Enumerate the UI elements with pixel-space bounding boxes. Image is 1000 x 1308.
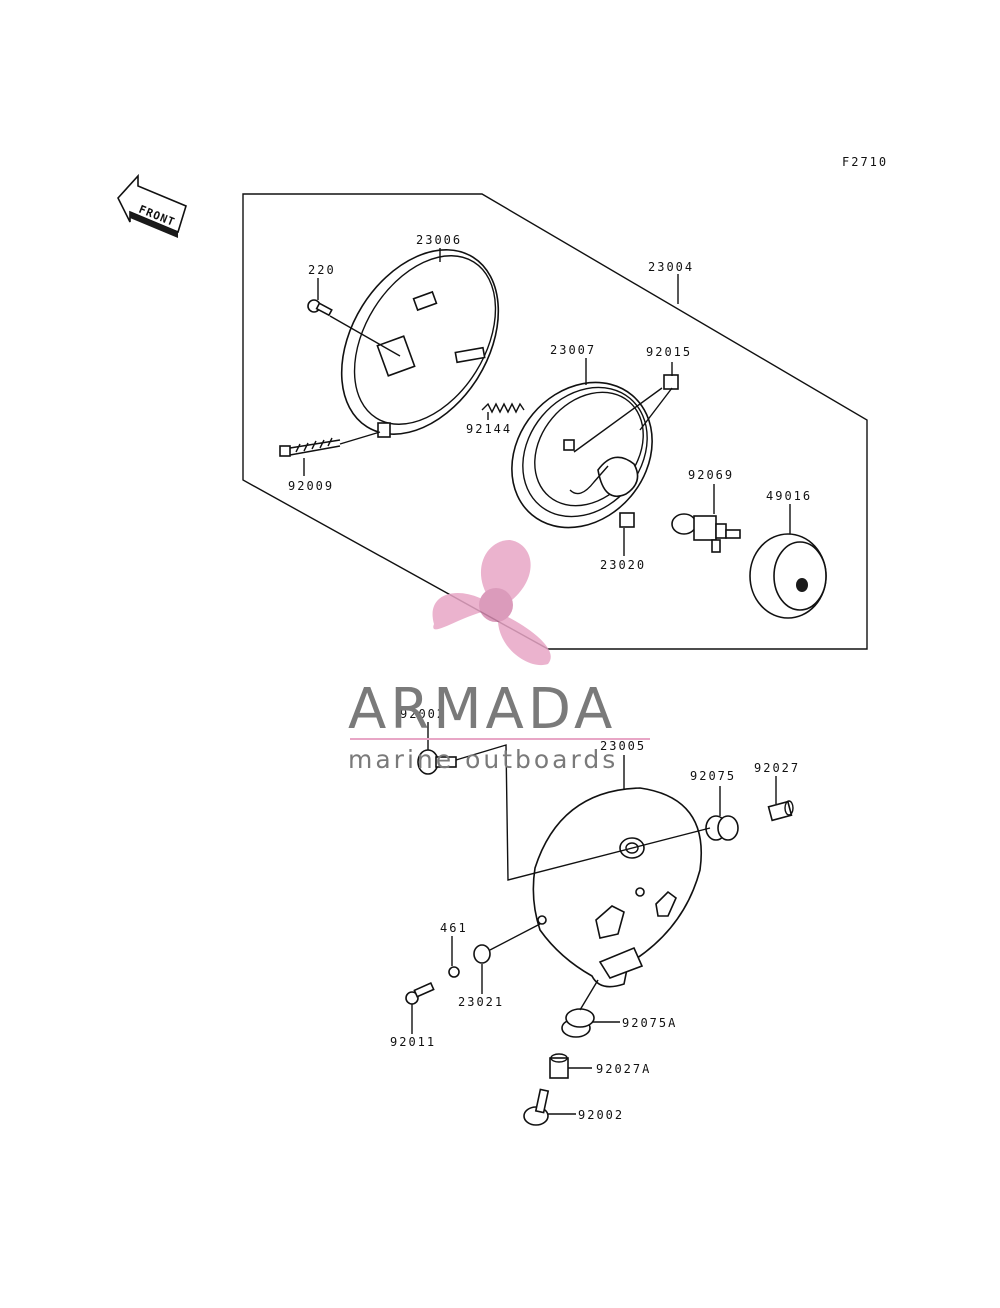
bolt-92002-bottom bbox=[523, 1088, 550, 1126]
label-92009: 92009 bbox=[288, 479, 334, 493]
grommet-23021 bbox=[473, 944, 491, 964]
label-23020: 23020 bbox=[600, 558, 646, 572]
leader-lines bbox=[303, 248, 791, 1115]
front-arrow-icon: FRONT bbox=[117, 173, 187, 238]
nut-461 bbox=[448, 966, 460, 978]
label-23021: 23021 bbox=[458, 995, 504, 1009]
label-23006: 23006 bbox=[416, 233, 462, 247]
spring-92144 bbox=[481, 402, 525, 414]
watermark-divider bbox=[350, 738, 650, 740]
collar-92027 bbox=[767, 800, 794, 822]
grommet-92075a bbox=[561, 1008, 595, 1038]
dust-cover-49016 bbox=[749, 533, 827, 619]
watermark-title: ARMADA bbox=[348, 677, 616, 742]
part-labels: 23006 220 23004 23007 92015 92144 92009 … bbox=[288, 233, 812, 1122]
label-92144: 92144 bbox=[466, 422, 512, 436]
label-92002-top: 92002 bbox=[400, 707, 446, 721]
clip-92015 bbox=[663, 374, 679, 390]
assembly-outline bbox=[242, 193, 868, 650]
long-screw-92009 bbox=[279, 437, 341, 457]
headlight-rim bbox=[340, 249, 500, 438]
label-92002-bottom: 92002 bbox=[578, 1108, 624, 1122]
label-92069: 92069 bbox=[688, 468, 734, 482]
figure-code: F2710 bbox=[842, 155, 888, 169]
label-92027a: 92027A bbox=[596, 1062, 651, 1076]
collar-92027a bbox=[549, 1053, 569, 1079]
label-23007: 23007 bbox=[550, 343, 596, 357]
label-92075a: 92075A bbox=[622, 1016, 677, 1030]
label-23004: 23004 bbox=[648, 260, 694, 274]
screw-220 bbox=[307, 299, 333, 317]
screw-92011 bbox=[405, 981, 435, 1005]
label-23005: 23005 bbox=[600, 739, 646, 753]
label-461: 461 bbox=[440, 921, 468, 935]
bolt-92002-top bbox=[417, 749, 457, 775]
headlight-housing bbox=[532, 787, 702, 988]
label-92027: 92027 bbox=[754, 761, 800, 775]
bulb-92069 bbox=[671, 513, 741, 553]
watermark-subtitle: marine outboards bbox=[348, 745, 618, 774]
propeller-logo-icon bbox=[432, 540, 551, 666]
label-220: 220 bbox=[308, 263, 336, 277]
armada-watermark: ARMADA marine outboards bbox=[348, 540, 650, 774]
label-92011: 92011 bbox=[390, 1035, 436, 1049]
grommet-92075 bbox=[705, 815, 739, 841]
reflector-unit bbox=[511, 381, 653, 529]
socket-23020 bbox=[619, 512, 635, 528]
label-92015: 92015 bbox=[646, 345, 692, 359]
label-92075: 92075 bbox=[690, 769, 736, 783]
label-49016: 49016 bbox=[766, 489, 812, 503]
